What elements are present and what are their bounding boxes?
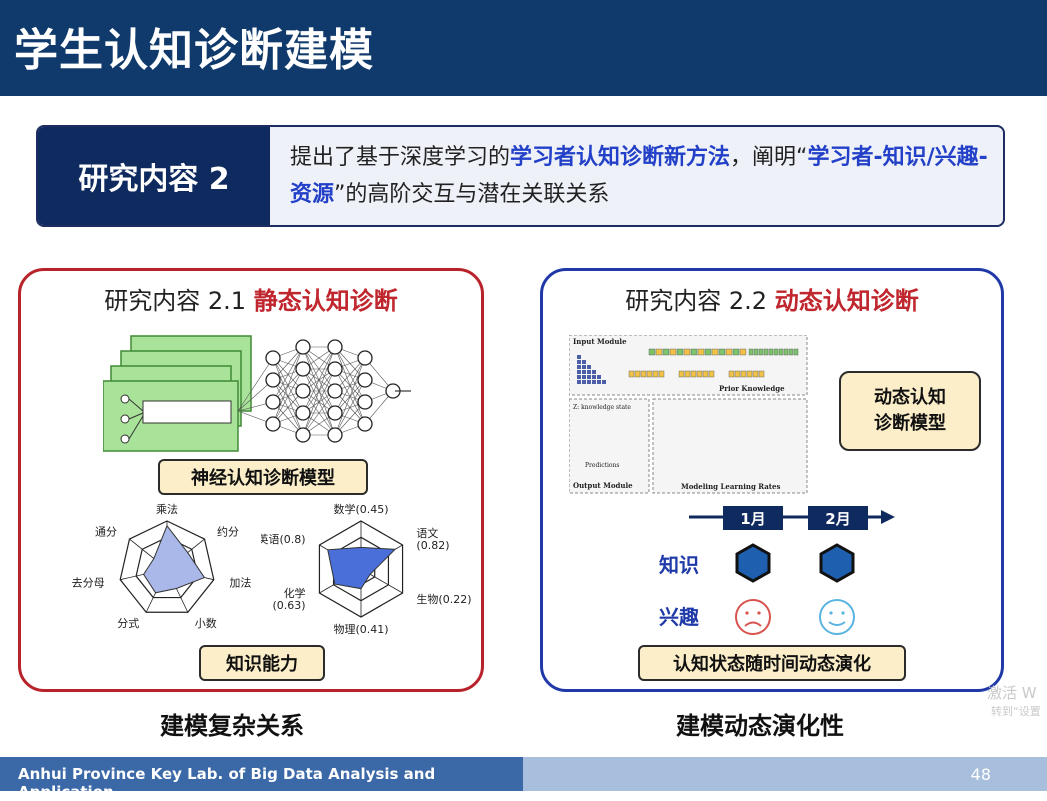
radar-area (327, 546, 397, 590)
radar-axis-label: 小数 (195, 617, 217, 630)
input-module-label: Input Module (573, 337, 627, 346)
slide-footer: Anhui Province Key Lab. of Big Data Anal… (0, 757, 1047, 801)
neural-cd-model-tag: 神经认知诊断模型 (158, 459, 368, 495)
modeling-rates-label: Modeling Learning Rates (681, 482, 780, 491)
research-text-part: ”的高阶交互与潜在关联关系 (334, 182, 610, 207)
dynamic-model-tag-line1: 动态认知 (874, 387, 946, 408)
dynamic-diagnosis-panel: 研究内容 2.2 动态认知诊断 Input Module Prior Knowl… (540, 268, 1004, 692)
dynamic-model-tag-line2: 诊断模型 (874, 413, 946, 434)
research-text-part: 学习者-知识/兴趣-资源 (290, 145, 988, 207)
static-panel-title-highlight: 静态认知诊断 (253, 287, 398, 315)
knowledge-state-icon-month2 (819, 543, 855, 583)
research-content-box: 研究内容 2 提出了基于深度学习的学习者认知诊断新方法，阐明“学习者-知识/兴趣… (36, 125, 1005, 227)
student-cards (103, 335, 252, 452)
subject-radar-chart: 数学(0.45) 语文(0.82) 生物(0.22) 物理(0.41) 化学(0.63)… (261, 502, 471, 636)
radar-area (143, 524, 206, 594)
slide-header: 学生认知诊断建模 (0, 0, 1047, 96)
predictions-label: Predictions (585, 462, 619, 469)
static-panel-title: 研究内容 2.1 静态认知诊断 (21, 281, 481, 316)
radar-axis-label: 语文 (416, 526, 438, 540)
radar-axis-label: 英语(0.8) (261, 532, 306, 546)
dynamic-panel-title-prefix: 研究内容 2.2 (625, 287, 775, 315)
output-module-label: Output Module (573, 481, 633, 490)
radar-axis-label: 乘法 (156, 502, 178, 516)
radar-axis-label: 去分母 (72, 576, 105, 589)
knowledge-state-label: Z: knowledge state (573, 404, 631, 411)
footer-org: Anhui Province Key Lab. of Big Data Anal… (18, 765, 436, 801)
sad-face-icon (735, 599, 771, 635)
prior-knowledge-label: Prior Knowledge (719, 384, 785, 393)
slide-title: 学生认知诊断建模 (14, 25, 374, 76)
happy-face-icon (819, 599, 855, 635)
research-text-part: 提出了基于深度学习的 (290, 145, 511, 170)
timeline-month-1: 1月 (723, 506, 783, 530)
static-diagnosis-panel: 研究内容 2.1 静态认知诊断 神经认知诊断模型 乘法约分加法小数 分式 去分母 通分… (18, 268, 484, 692)
page-number: 48 (970, 765, 991, 784)
radar-axis-label: 物理(0.41) (333, 622, 388, 636)
left-caption: 建模复杂关系 (160, 712, 304, 740)
radar-axis-label: (0.82) (416, 539, 449, 552)
dynamic-panel-title-highlight: 动态认知诊断 (774, 287, 919, 315)
interest-row-label: 兴趣 (659, 605, 699, 629)
static-panel-title-prefix: 研究内容 2.1 (104, 287, 254, 315)
research-text-part: 学习者认知诊断新方法 (510, 145, 731, 170)
knowledge-ability-tag: 知识能力 (199, 645, 325, 681)
activation-watermark-line2: 转到“设置 (991, 705, 1041, 718)
neural-diagnosis-figure (103, 335, 411, 452)
research-text-part: ，阐明“ (730, 145, 808, 170)
footer-org-bar: Anhui Province Key Lab. of Big Data Anal… (0, 757, 523, 801)
network-layers (237, 339, 401, 443)
dynamic-evolution-tag: 认知状态随时间动态演化 (638, 645, 906, 681)
radar-axis-label: 约分 (217, 526, 239, 539)
radar-axis-label: 化学 (284, 586, 306, 600)
knowledge-row-label: 知识 (659, 553, 699, 577)
timeline-month-2: 2月 (808, 506, 868, 530)
dynamic-panel-title: 研究内容 2.2 动态认知诊断 (543, 281, 1001, 316)
dynamic-cd-model-tag: 动态认知 诊断模型 (839, 371, 981, 451)
knowledge-state-icon-month1 (735, 543, 771, 583)
radar-axis-label: 数学(0.45) (333, 502, 388, 516)
research-content-label: 研究内容 2 (38, 127, 270, 225)
dynamic-model-architecture: Input Module Prior Knowledge Z: knowledg… (569, 335, 808, 494)
radar-axis-label: 分式 (117, 617, 139, 630)
radar-axis-label: (0.63) (272, 599, 305, 612)
right-caption: 建模动态演化性 (676, 712, 844, 740)
radar-axis-label: 生物(0.22) (416, 592, 471, 606)
radar-axis-label: 加法 (229, 575, 251, 589)
research-content-text: 提出了基于深度学习的学习者认知诊断新方法，阐明“学习者-知识/兴趣-资源”的高阶… (290, 139, 990, 213)
activation-watermark-line1: 激活 W (987, 684, 1037, 702)
radar-axis-label: 通分 (95, 526, 117, 539)
